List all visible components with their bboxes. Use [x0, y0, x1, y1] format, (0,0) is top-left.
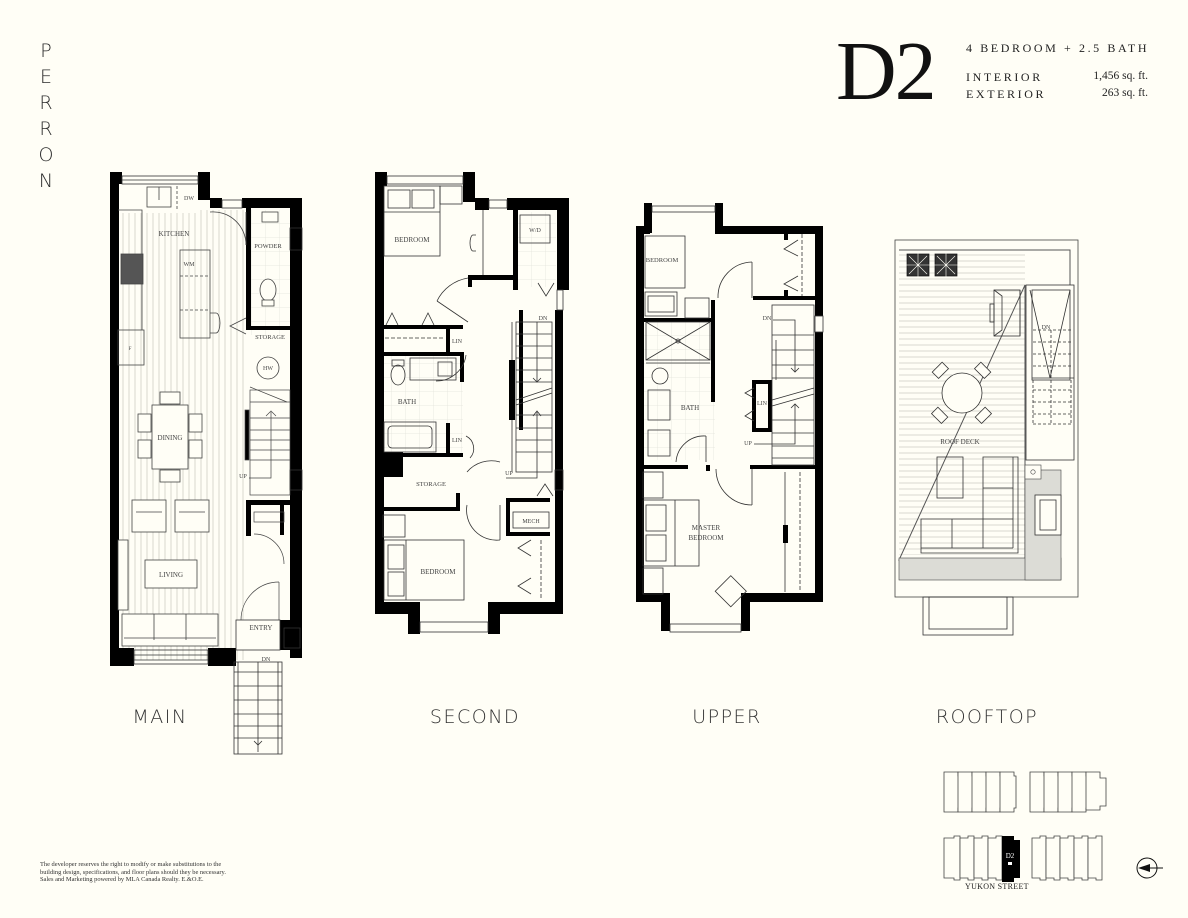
- room-label-bath: BATH: [398, 398, 416, 406]
- upper-floor-plan: BEDROOM BATH LIN MASTER BEDROOM DN UP: [636, 203, 824, 633]
- compass-icon: [1136, 857, 1163, 879]
- disclaimer-line: The developer reserves the right to modi…: [40, 861, 222, 868]
- brand-letter: N: [38, 170, 54, 192]
- room-label-master-bedroom: BEDROOM: [688, 534, 724, 542]
- interior-label: INTERIOR: [966, 70, 1043, 84]
- floor-label-rooftop: ROOFTOP: [935, 706, 1039, 728]
- room-label-hw: HW: [263, 366, 273, 372]
- room-label-wd: W/D: [529, 228, 541, 234]
- brand-letter: P: [40, 40, 52, 62]
- room-label-mech: MECH: [522, 519, 540, 525]
- stair-mark-dn: DN: [539, 316, 548, 322]
- room-label-dw: DW: [184, 196, 194, 202]
- second-floor-plan: BEDROOM W/D LIN BATH LIN STORAGE MECH BE…: [375, 172, 569, 634]
- room-label-bedroom: BEDROOM: [646, 257, 679, 264]
- exterior-row: EXTERIOR 263 sq. ft.: [966, 87, 1148, 102]
- unit-code: D2: [836, 25, 937, 118]
- brand-letter: R: [39, 92, 53, 114]
- floor-label-main: MAIN: [132, 706, 188, 728]
- disclaimer-line: building design, specifications, and flo…: [40, 868, 226, 876]
- stair-mark-up: UP: [239, 474, 247, 480]
- room-label-master: MASTER: [692, 524, 721, 532]
- rooftop-floor-plan: ROOF DECK DN: [894, 239, 1079, 636]
- room-label-lin: LIN: [452, 339, 463, 345]
- stair-mark-up: UP: [744, 441, 752, 447]
- room-label-storage: STORAGE: [416, 481, 446, 488]
- brand-letter: O: [38, 144, 54, 166]
- brand-letter: R: [39, 118, 53, 140]
- brand-letter: E: [39, 66, 52, 88]
- planter-icon: [905, 252, 959, 278]
- interior-area: 1,456 sq. ft.: [1093, 70, 1148, 82]
- room-label-bath: BATH: [681, 404, 699, 412]
- room-label-dining: DINING: [158, 434, 183, 442]
- room-label-roof-deck: ROOF DECK: [940, 438, 979, 446]
- highlighted-unit-label: D2: [1006, 852, 1015, 860]
- room-label-living: LIVING: [159, 571, 183, 579]
- stair-mark-up: UP: [505, 471, 513, 477]
- stair-mark-dn: DN: [763, 316, 772, 322]
- room-label-lin-2: LIN: [452, 438, 463, 444]
- interior-row: INTERIOR 1,456 sq. ft.: [966, 70, 1148, 85]
- room-label-bedroom: BEDROOM: [394, 236, 430, 244]
- highlighted-unit: [1002, 836, 1020, 882]
- floor-label-second: SECOND: [429, 706, 521, 728]
- bedrooms-baths: 4 BEDROOM + 2.5 BATH: [966, 41, 1150, 55]
- main-floor-plan: KITCHEN DW WM F POWDER STORAGE HW DINING…: [110, 172, 303, 755]
- room-label-bedroom-2: BEDROOM: [420, 568, 456, 576]
- key-plan: D2: [943, 771, 1163, 882]
- disclaimer-line: Sales and Marketing powered by MLA Canad…: [40, 876, 204, 884]
- street-label: YUKON STREET: [965, 882, 1029, 891]
- room-label-lin: LIN: [757, 401, 768, 407]
- room-label-powder: POWDER: [254, 243, 282, 250]
- room-label-f: F: [129, 347, 132, 352]
- room-label-kitchen: KITCHEN: [159, 230, 190, 238]
- brand-logo: P E R R O N: [34, 38, 58, 194]
- unit-specs: 4 BEDROOM + 2.5 BATH INTERIOR 1,456 sq. …: [966, 41, 1148, 102]
- disclaimer: The developer reserves the right to modi…: [40, 861, 290, 884]
- stair-mark-dn: DN: [1042, 325, 1051, 331]
- room-label-wm: WM: [184, 262, 196, 268]
- exterior-label: EXTERIOR: [966, 87, 1047, 101]
- floor-label-upper: UPPER: [692, 706, 762, 728]
- exterior-area: 263 sq. ft.: [1102, 87, 1148, 99]
- room-label-storage: STORAGE: [255, 334, 285, 341]
- room-label-entry: ENTRY: [250, 624, 273, 632]
- stair-mark-dn: DN: [262, 657, 271, 663]
